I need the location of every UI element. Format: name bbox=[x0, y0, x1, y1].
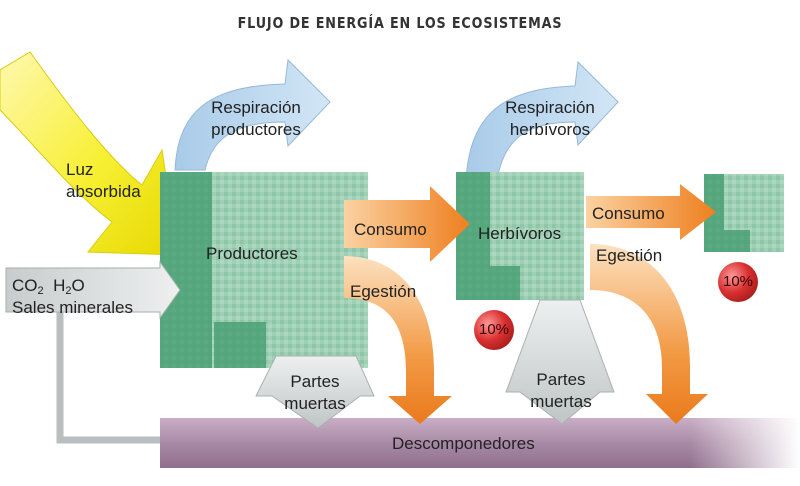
producers-label: Productores bbox=[206, 244, 298, 263]
dead-matter-arrow-2 bbox=[505, 299, 615, 425]
dead-parts-2-line2: muertas bbox=[530, 392, 592, 411]
co2-subscript: 2 bbox=[37, 285, 44, 297]
sales-label: Sales minerales bbox=[12, 298, 133, 317]
respiration-herbivores-arrow bbox=[465, 60, 619, 181]
herbivores-label: Herbívoros bbox=[478, 224, 562, 243]
dead-parts-1-line2: muertas bbox=[284, 394, 346, 413]
consumption-label-1: Consumo bbox=[354, 220, 427, 239]
egestion-label-1: Egestión bbox=[350, 282, 417, 301]
efficiency-badge-2: 10% bbox=[718, 262, 758, 302]
respiration-producers-arrow bbox=[174, 58, 331, 171]
co2-text: CO bbox=[12, 276, 38, 295]
nutrients-arrow bbox=[5, 260, 181, 320]
nutrients-formula: CO2 H2O bbox=[12, 276, 85, 301]
dead-matter-arrow-1 bbox=[255, 355, 375, 429]
resp-herbivores-line1: Respiración bbox=[505, 98, 595, 117]
h2o-o-text: O bbox=[71, 276, 85, 295]
light-label-line1: Luz bbox=[66, 160, 94, 179]
decomposers-label: Descomponedores bbox=[392, 434, 535, 453]
resp-producers-line2: productores bbox=[211, 120, 301, 139]
dead-parts-2-line1: Partes bbox=[536, 370, 586, 389]
light-label-line2: absorbida bbox=[66, 182, 141, 201]
resp-herbivores-line2: herbívoros bbox=[509, 120, 591, 139]
egestion-label-2: Egestión bbox=[596, 246, 663, 265]
diagram-title: FLUJO DE ENERGÍA EN LOS ECOSISTEMAS bbox=[237, 14, 563, 32]
egestion-arrow-2 bbox=[590, 244, 708, 424]
dead-parts-1-line1: Partes bbox=[290, 372, 340, 391]
consumption-arrow-2 bbox=[586, 184, 716, 240]
efficiency-badge-1: 10% bbox=[474, 310, 514, 350]
h2o-subscript: 2 bbox=[65, 285, 72, 297]
recycle-line bbox=[56, 300, 170, 444]
consumption-label-2: Consumo bbox=[592, 204, 665, 223]
consumption-arrow-1 bbox=[344, 186, 470, 262]
egestion-arrow-1 bbox=[344, 256, 452, 424]
h2o-h-text: H bbox=[53, 276, 66, 295]
resp-producers-line1: Respiración bbox=[211, 98, 301, 117]
light-arrow bbox=[0, 51, 179, 256]
